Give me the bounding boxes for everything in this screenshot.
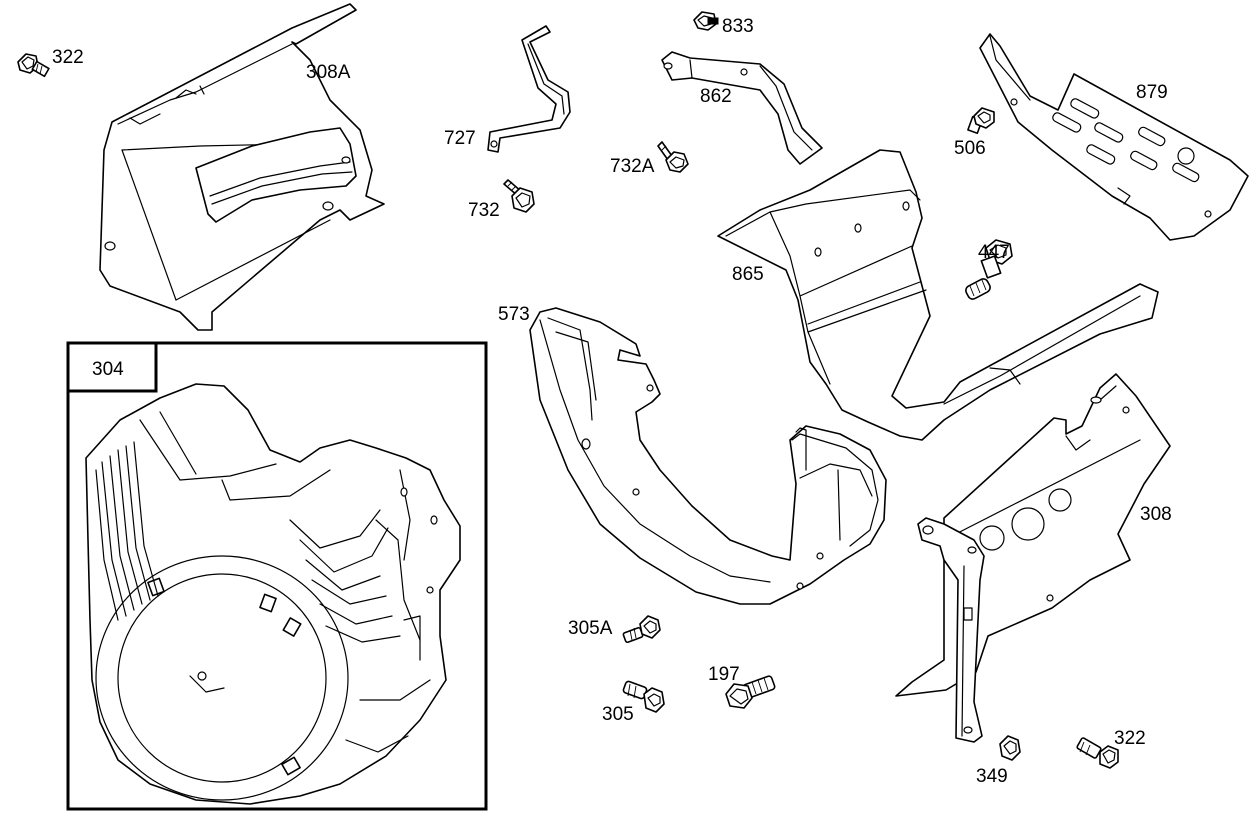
- callout-322-bottom: 322: [1114, 728, 1146, 749]
- bolt-322-top: [17, 53, 50, 78]
- callout-727: 727: [444, 128, 476, 149]
- callout-573: 573: [498, 304, 530, 325]
- bolt-322-bottom: [1076, 737, 1119, 769]
- shroud-865: [717, 149, 1159, 441]
- bolt-305A: [622, 615, 661, 644]
- callout-305A: 305A: [568, 618, 613, 639]
- screw-732: [503, 179, 535, 213]
- bolt-506: [967, 107, 995, 135]
- bolt-305: [622, 680, 665, 713]
- callout-732A: 732A: [610, 156, 655, 177]
- bolt-833: [693, 11, 719, 31]
- callout-447: 447: [978, 242, 1010, 263]
- callout-349: 349: [976, 766, 1008, 787]
- shroud-308A: [99, 3, 385, 331]
- callout-862: 862: [700, 86, 732, 107]
- callout-833: 833: [722, 16, 754, 37]
- callout-732: 732: [468, 200, 500, 221]
- callout-304: 304: [92, 359, 124, 380]
- callout-865: 865: [732, 264, 764, 285]
- bracket-862: [661, 51, 823, 165]
- baffle-573: [529, 307, 887, 605]
- inset-box-304: [66, 341, 488, 811]
- callout-197: 197: [708, 664, 740, 685]
- blower-housing-304: [85, 383, 461, 805]
- callout-506: 506: [954, 138, 986, 159]
- callout-308A: 308A: [306, 62, 351, 83]
- callout-308: 308: [1140, 504, 1172, 525]
- callout-322-top: 322: [52, 47, 84, 68]
- shield-879: [979, 33, 1249, 241]
- nut-349: [999, 735, 1021, 761]
- bracket-727: [487, 25, 571, 153]
- callout-305: 305: [602, 704, 634, 725]
- shroud-308: [895, 373, 1171, 743]
- bolt-447: [965, 239, 1013, 300]
- callout-879: 879: [1136, 82, 1168, 103]
- screw-732A: [657, 141, 689, 173]
- bolt-197: [725, 675, 776, 709]
